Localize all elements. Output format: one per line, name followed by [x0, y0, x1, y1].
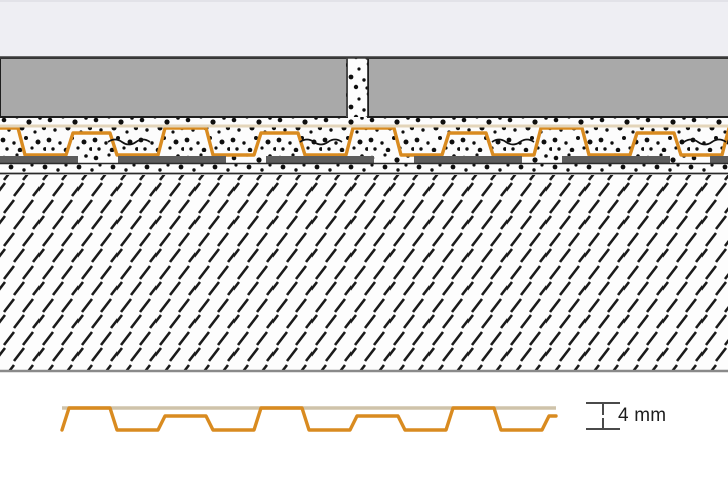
bond-coat-band [0, 156, 728, 163]
thickness-dimension-label: 4 mm [618, 405, 667, 426]
background-void [0, 0, 728, 57]
thickness-dimension-leader [586, 402, 620, 430]
air-gap-wave [107, 138, 727, 146]
concrete-substrate [0, 175, 728, 371]
tile-right [367, 57, 728, 118]
tile-left [0, 57, 348, 118]
membrane-profile-detail [60, 406, 558, 432]
leveling-layer [0, 163, 728, 174]
detail-stud-profile [60, 406, 558, 432]
grout-joint [346, 57, 368, 117]
uncoupling-membrane-embedded [0, 124, 728, 157]
